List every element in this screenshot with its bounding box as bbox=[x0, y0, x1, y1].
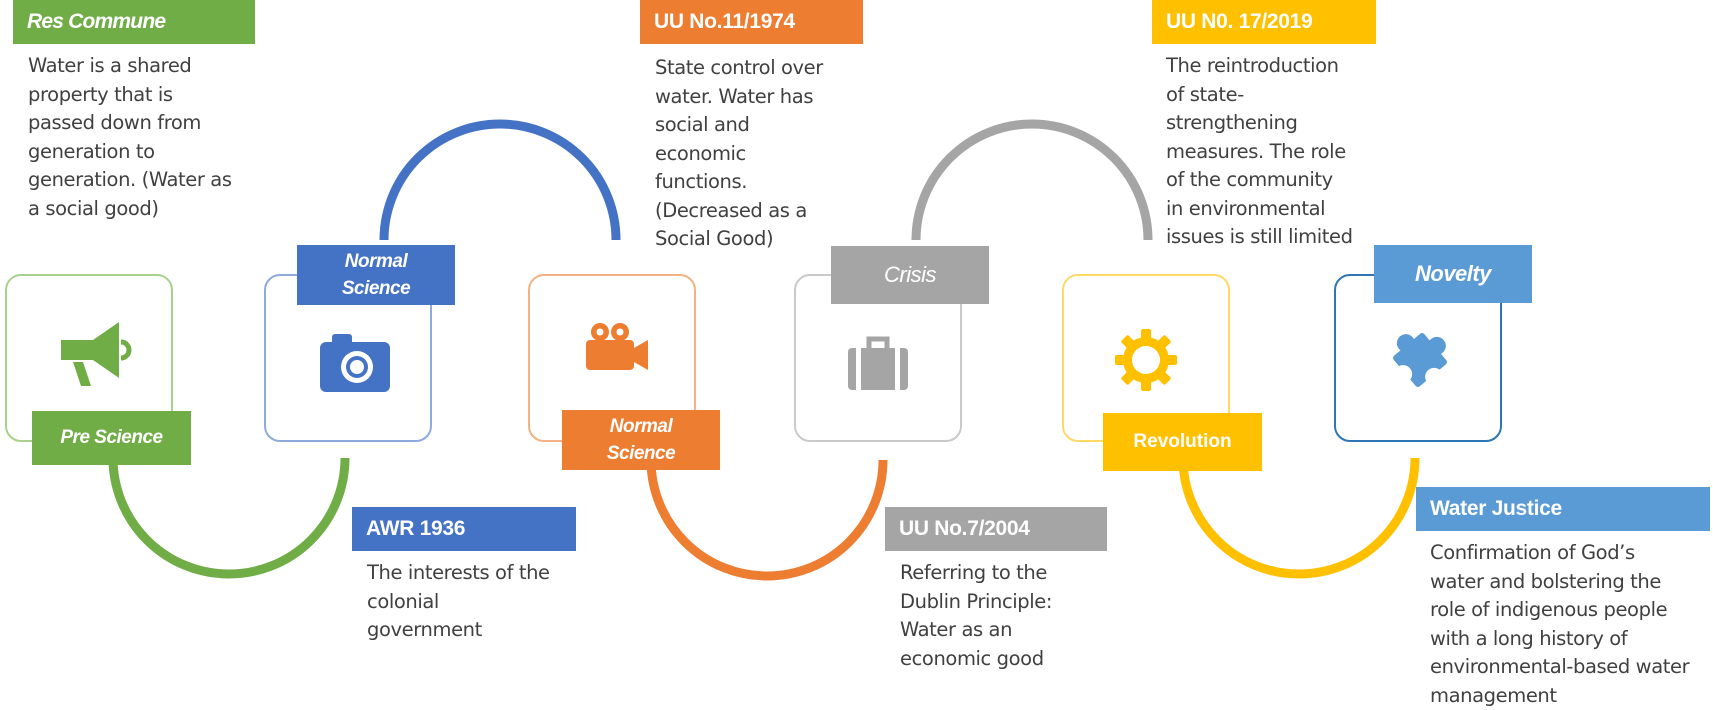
note-header-uu-11-1974: UU No.11/1974 bbox=[640, 0, 863, 44]
note-line: water. Water has bbox=[655, 83, 870, 112]
note-line: strengthening bbox=[1166, 109, 1396, 138]
arc-orange bbox=[651, 460, 883, 576]
note-line: passed down from bbox=[28, 109, 268, 138]
note-line: issues is still limited bbox=[1166, 223, 1396, 252]
stage-label-novelty: Novelty bbox=[1374, 245, 1532, 303]
note-title-res-commune: Res Commune bbox=[27, 10, 165, 34]
note-line: colonial bbox=[367, 588, 582, 617]
stage-label-revolution: Revolution bbox=[1103, 413, 1262, 471]
arc-blue bbox=[384, 124, 616, 240]
note-title-awr-1936: AWR 1936 bbox=[366, 517, 465, 541]
note-header-uu-17-2019: UU N0. 17/2019 bbox=[1152, 0, 1376, 44]
note-line: generation to bbox=[28, 138, 268, 167]
note-title-uu-17-2019: UU N0. 17/2019 bbox=[1166, 10, 1312, 34]
stage-label-normal-science-2-line1: Normal bbox=[610, 413, 672, 440]
note-line: a social good) bbox=[28, 195, 268, 224]
note-line: Water is a shared bbox=[28, 52, 268, 81]
note-title-water-justice: Water Justice bbox=[1430, 497, 1562, 521]
note-line: State control over bbox=[655, 54, 870, 83]
note-text-uu-17-2019: The reintroduction of state- strengtheni… bbox=[1166, 52, 1396, 252]
arc-gray bbox=[916, 124, 1148, 240]
stage-label-pre-science: Pre Science bbox=[32, 411, 191, 465]
note-line: water and bolstering the bbox=[1430, 568, 1713, 597]
note-text-awr-1936: The interests of the colonial government bbox=[367, 559, 582, 645]
note-line: measures. The role bbox=[1166, 138, 1396, 167]
arc-green bbox=[113, 458, 345, 574]
note-line: economic bbox=[655, 140, 870, 169]
note-header-water-justice: Water Justice bbox=[1416, 487, 1710, 531]
stage-label-normal-science-2: Normal Science bbox=[562, 410, 720, 470]
note-line: Water as an bbox=[900, 616, 1115, 645]
note-line: of state- bbox=[1166, 81, 1396, 110]
note-line: in environmental bbox=[1166, 195, 1396, 224]
note-text-water-justice: Confirmation of God’s water and bolsteri… bbox=[1430, 539, 1713, 710]
note-line: The interests of the bbox=[367, 559, 582, 588]
note-line: government bbox=[367, 616, 582, 645]
stage-label-pre-science-text: Pre Science bbox=[60, 424, 162, 452]
stage-label-normal-science-1-line1: Normal bbox=[345, 248, 407, 275]
stage-label-revolution-text: Revolution bbox=[1133, 428, 1231, 456]
note-line: generation. (Water as bbox=[28, 166, 268, 195]
stage-label-crisis: Crisis bbox=[831, 246, 989, 304]
note-line: with a long history of bbox=[1430, 625, 1713, 654]
note-line: property that is bbox=[28, 81, 268, 110]
note-header-res-commune: Res Commune bbox=[13, 0, 255, 44]
note-line: Social Good) bbox=[655, 225, 870, 254]
note-line: social and bbox=[655, 111, 870, 140]
stage-label-normal-science-2-line2: Science bbox=[607, 440, 675, 467]
stage-label-novelty-text: Novelty bbox=[1415, 260, 1491, 288]
note-line: functions. bbox=[655, 168, 870, 197]
note-header-uu-7-2004: UU No.7/2004 bbox=[885, 507, 1107, 551]
stage-label-normal-science-1-line2: Science bbox=[342, 275, 410, 302]
note-line: of the community bbox=[1166, 166, 1396, 195]
note-line: Referring to the bbox=[900, 559, 1115, 588]
note-line: (Decreased as a bbox=[655, 197, 870, 226]
note-text-uu-7-2004: Referring to the Dublin Principle: Water… bbox=[900, 559, 1115, 673]
stage-label-crisis-text: Crisis bbox=[884, 261, 936, 289]
note-line: Confirmation of God’s bbox=[1430, 539, 1713, 568]
note-title-uu-11-1974: UU No.11/1974 bbox=[654, 10, 795, 34]
note-line: economic good bbox=[900, 645, 1115, 674]
note-text-res-commune: Water is a shared property that is passe… bbox=[28, 52, 268, 223]
note-line: role of indigenous people bbox=[1430, 596, 1713, 625]
note-line: management bbox=[1430, 682, 1713, 710]
stage-label-normal-science-1: Normal Science bbox=[297, 245, 455, 305]
note-header-awr-1936: AWR 1936 bbox=[352, 507, 576, 551]
arc-gold bbox=[1183, 458, 1415, 574]
note-text-uu-11-1974: State control over water. Water has soci… bbox=[655, 54, 870, 254]
note-line: Dublin Principle: bbox=[900, 588, 1115, 617]
note-line: environmental-based water bbox=[1430, 653, 1713, 682]
note-title-uu-7-2004: UU No.7/2004 bbox=[899, 517, 1030, 541]
note-line: The reintroduction bbox=[1166, 52, 1396, 81]
